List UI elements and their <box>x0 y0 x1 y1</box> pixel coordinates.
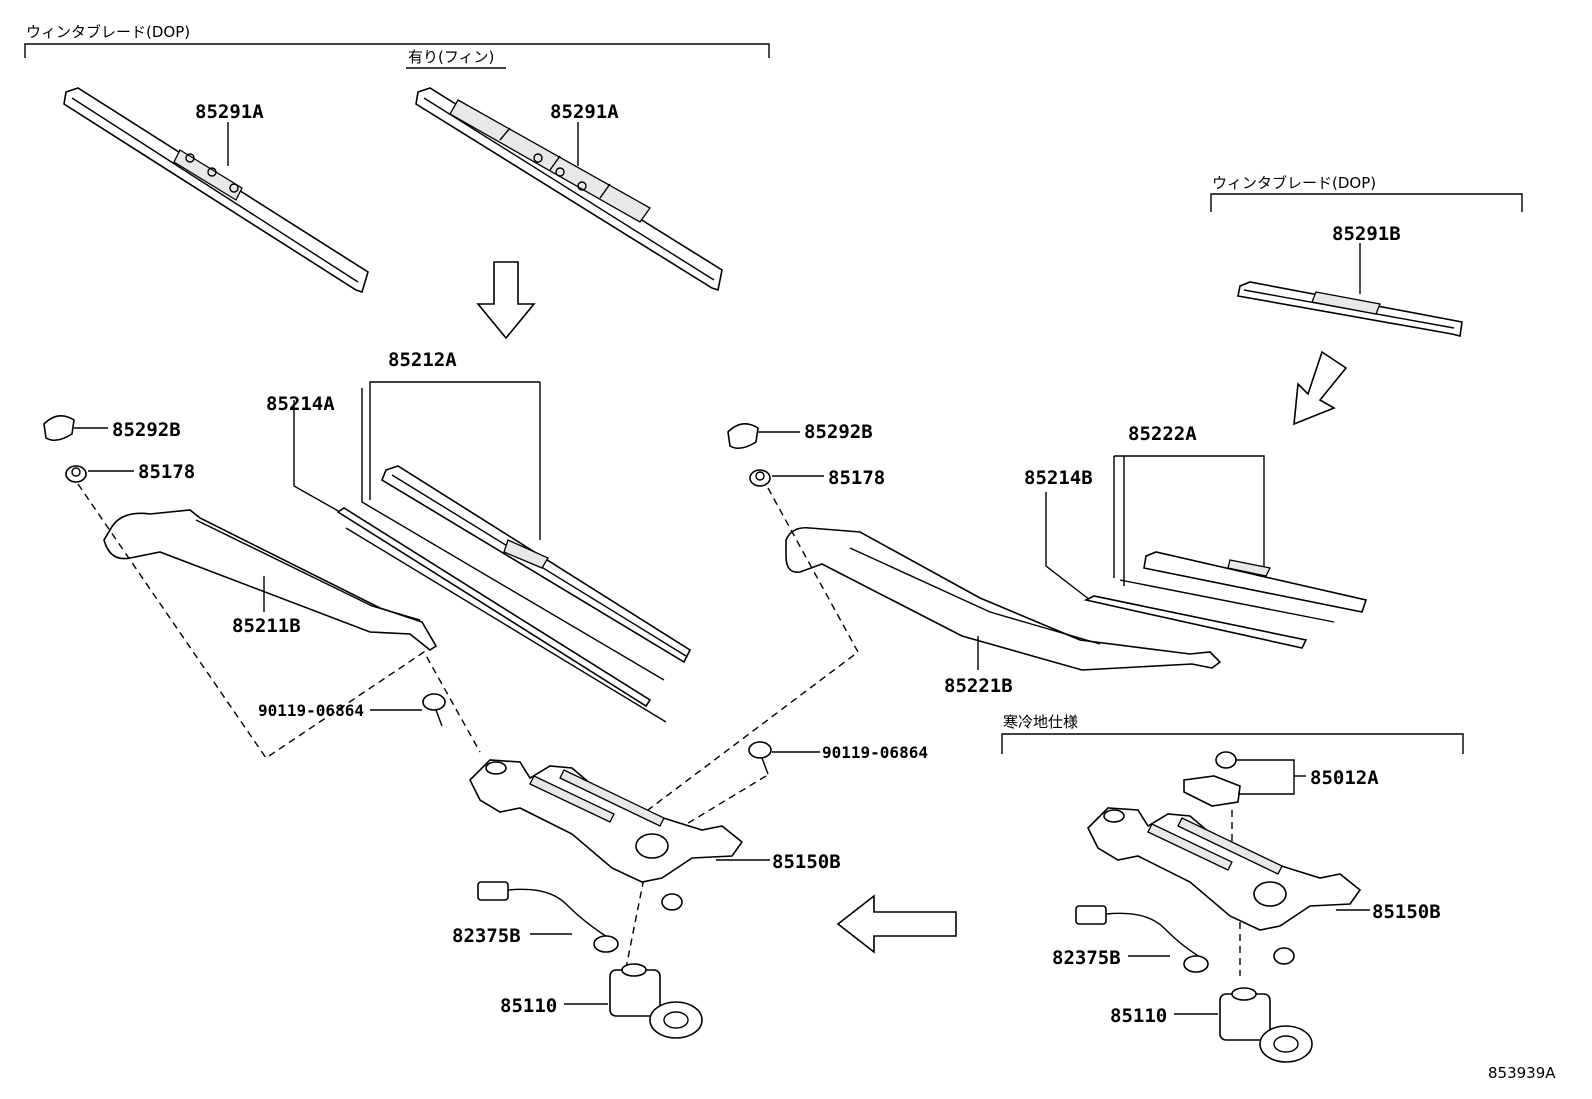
harness-main-image <box>477 881 619 953</box>
part-label-85291a-left: 85291A <box>195 101 264 123</box>
part-label-85292b-left: 85292B <box>112 419 181 441</box>
winter-blade-dop-bracket-right: ウィンタブレード(DOP) <box>1210 174 1523 212</box>
wiper-arm-right-image <box>785 526 1222 671</box>
wiper-blade-left-image <box>293 381 692 723</box>
part-label-85012a: 85012A <box>1310 767 1379 789</box>
part-label-85214a: 85214A <box>266 393 335 415</box>
bolt-right-image <box>748 741 820 775</box>
part-label-85222a: 85222A <box>1128 423 1197 445</box>
wiper-link-cold-image <box>1087 807 1370 965</box>
part-label-90119-left: 90119-06864 <box>258 701 364 720</box>
group-label-cold-climate: 寒冷地仕様 <box>1003 713 1078 731</box>
cold-climate-bracket: 寒冷地仕様 <box>1001 713 1464 754</box>
part-label-82375b-main: 82375B <box>452 925 521 947</box>
part-label-85291a-fin: 85291A <box>550 101 619 123</box>
part-label-85178-left: 85178 <box>138 461 195 483</box>
part-label-85211b: 85211B <box>232 615 301 637</box>
motor-cold-image <box>1174 987 1313 1063</box>
winter-blade-fin-image <box>415 87 723 292</box>
part-label-85292b-right: 85292B <box>804 421 873 443</box>
bolt-left-image <box>370 693 446 727</box>
wiper-link-main-image <box>469 759 770 911</box>
cap-right-image <box>727 423 800 450</box>
part-label-85178-right: 85178 <box>828 467 885 489</box>
group-label-fin: 有り(フィン) <box>408 48 494 66</box>
group-label-winter-blade-left: ウィンタブレード(DOP) <box>26 23 190 41</box>
winter-blade-dop-bracket-left: ウィンタブレード(DOP) 有り(フィン) <box>24 23 770 69</box>
part-label-85291b: 85291B <box>1332 223 1401 245</box>
group-label-winter-blade-right: ウィンタブレード(DOP) <box>1212 174 1376 192</box>
part-label-82375b-cold: 82375B <box>1052 947 1121 969</box>
arrow-down-left-icon <box>1293 350 1348 426</box>
winter-blade-right-image <box>1237 281 1463 337</box>
part-label-85110-cold: 85110 <box>1110 1005 1167 1027</box>
part-label-85150b-main: 85150B <box>772 851 841 873</box>
diagram-code: 853939A <box>1488 1064 1556 1082</box>
harness-cold-image <box>1075 905 1209 973</box>
winter-blade-left-image <box>63 87 369 294</box>
part-label-90119-right: 90119-06864 <box>822 743 928 762</box>
part-label-85214b: 85214B <box>1024 467 1093 489</box>
wiper-arm-left-image <box>103 509 438 651</box>
wiper-blade-right-image <box>1045 455 1368 649</box>
pivot-cold-image <box>1183 751 1306 807</box>
part-label-85212a: 85212A <box>388 349 457 371</box>
nut-right-image <box>749 469 824 487</box>
part-label-85221b: 85221B <box>944 675 1013 697</box>
nut-left-image <box>65 465 134 483</box>
arrow-down-icon <box>476 261 536 340</box>
part-label-85110-main: 85110 <box>500 995 557 1017</box>
part-label-85150b-cold: 85150B <box>1372 901 1441 923</box>
arrow-left-icon <box>836 894 957 954</box>
motor-main-image <box>564 963 703 1039</box>
cap-left-image <box>43 415 108 442</box>
